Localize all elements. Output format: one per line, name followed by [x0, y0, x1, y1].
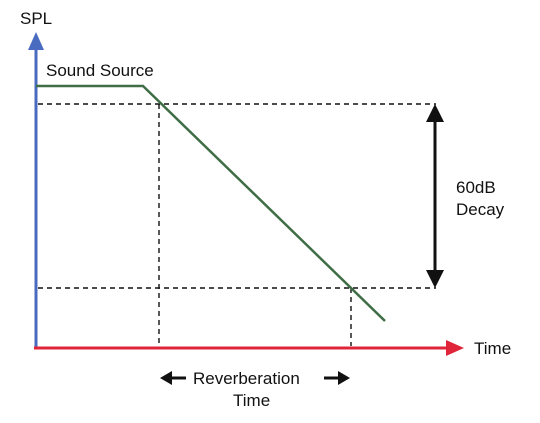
decay-arrowhead-bottom: [426, 270, 444, 288]
decay-label-line1: 60dB: [456, 178, 496, 197]
x-axis-label: Time: [474, 339, 511, 358]
reverb-left-arrowhead: [160, 371, 172, 385]
reverb-right-arrowhead: [338, 371, 350, 385]
reverb-label-line2: Time: [233, 391, 270, 410]
sound-source-label: Sound Source: [46, 61, 154, 80]
y-axis-arrowhead: [28, 32, 44, 50]
decay-arrowhead-top: [426, 104, 444, 122]
sound-level-curve: [36, 84, 386, 322]
decay-label-line2: Decay: [456, 200, 505, 219]
reverb-label-line1: Reverberation: [193, 369, 300, 388]
dashed-guides: [38, 103, 436, 346]
x-axis-arrowhead: [446, 340, 464, 356]
y-axis-label: SPL: [20, 9, 52, 28]
